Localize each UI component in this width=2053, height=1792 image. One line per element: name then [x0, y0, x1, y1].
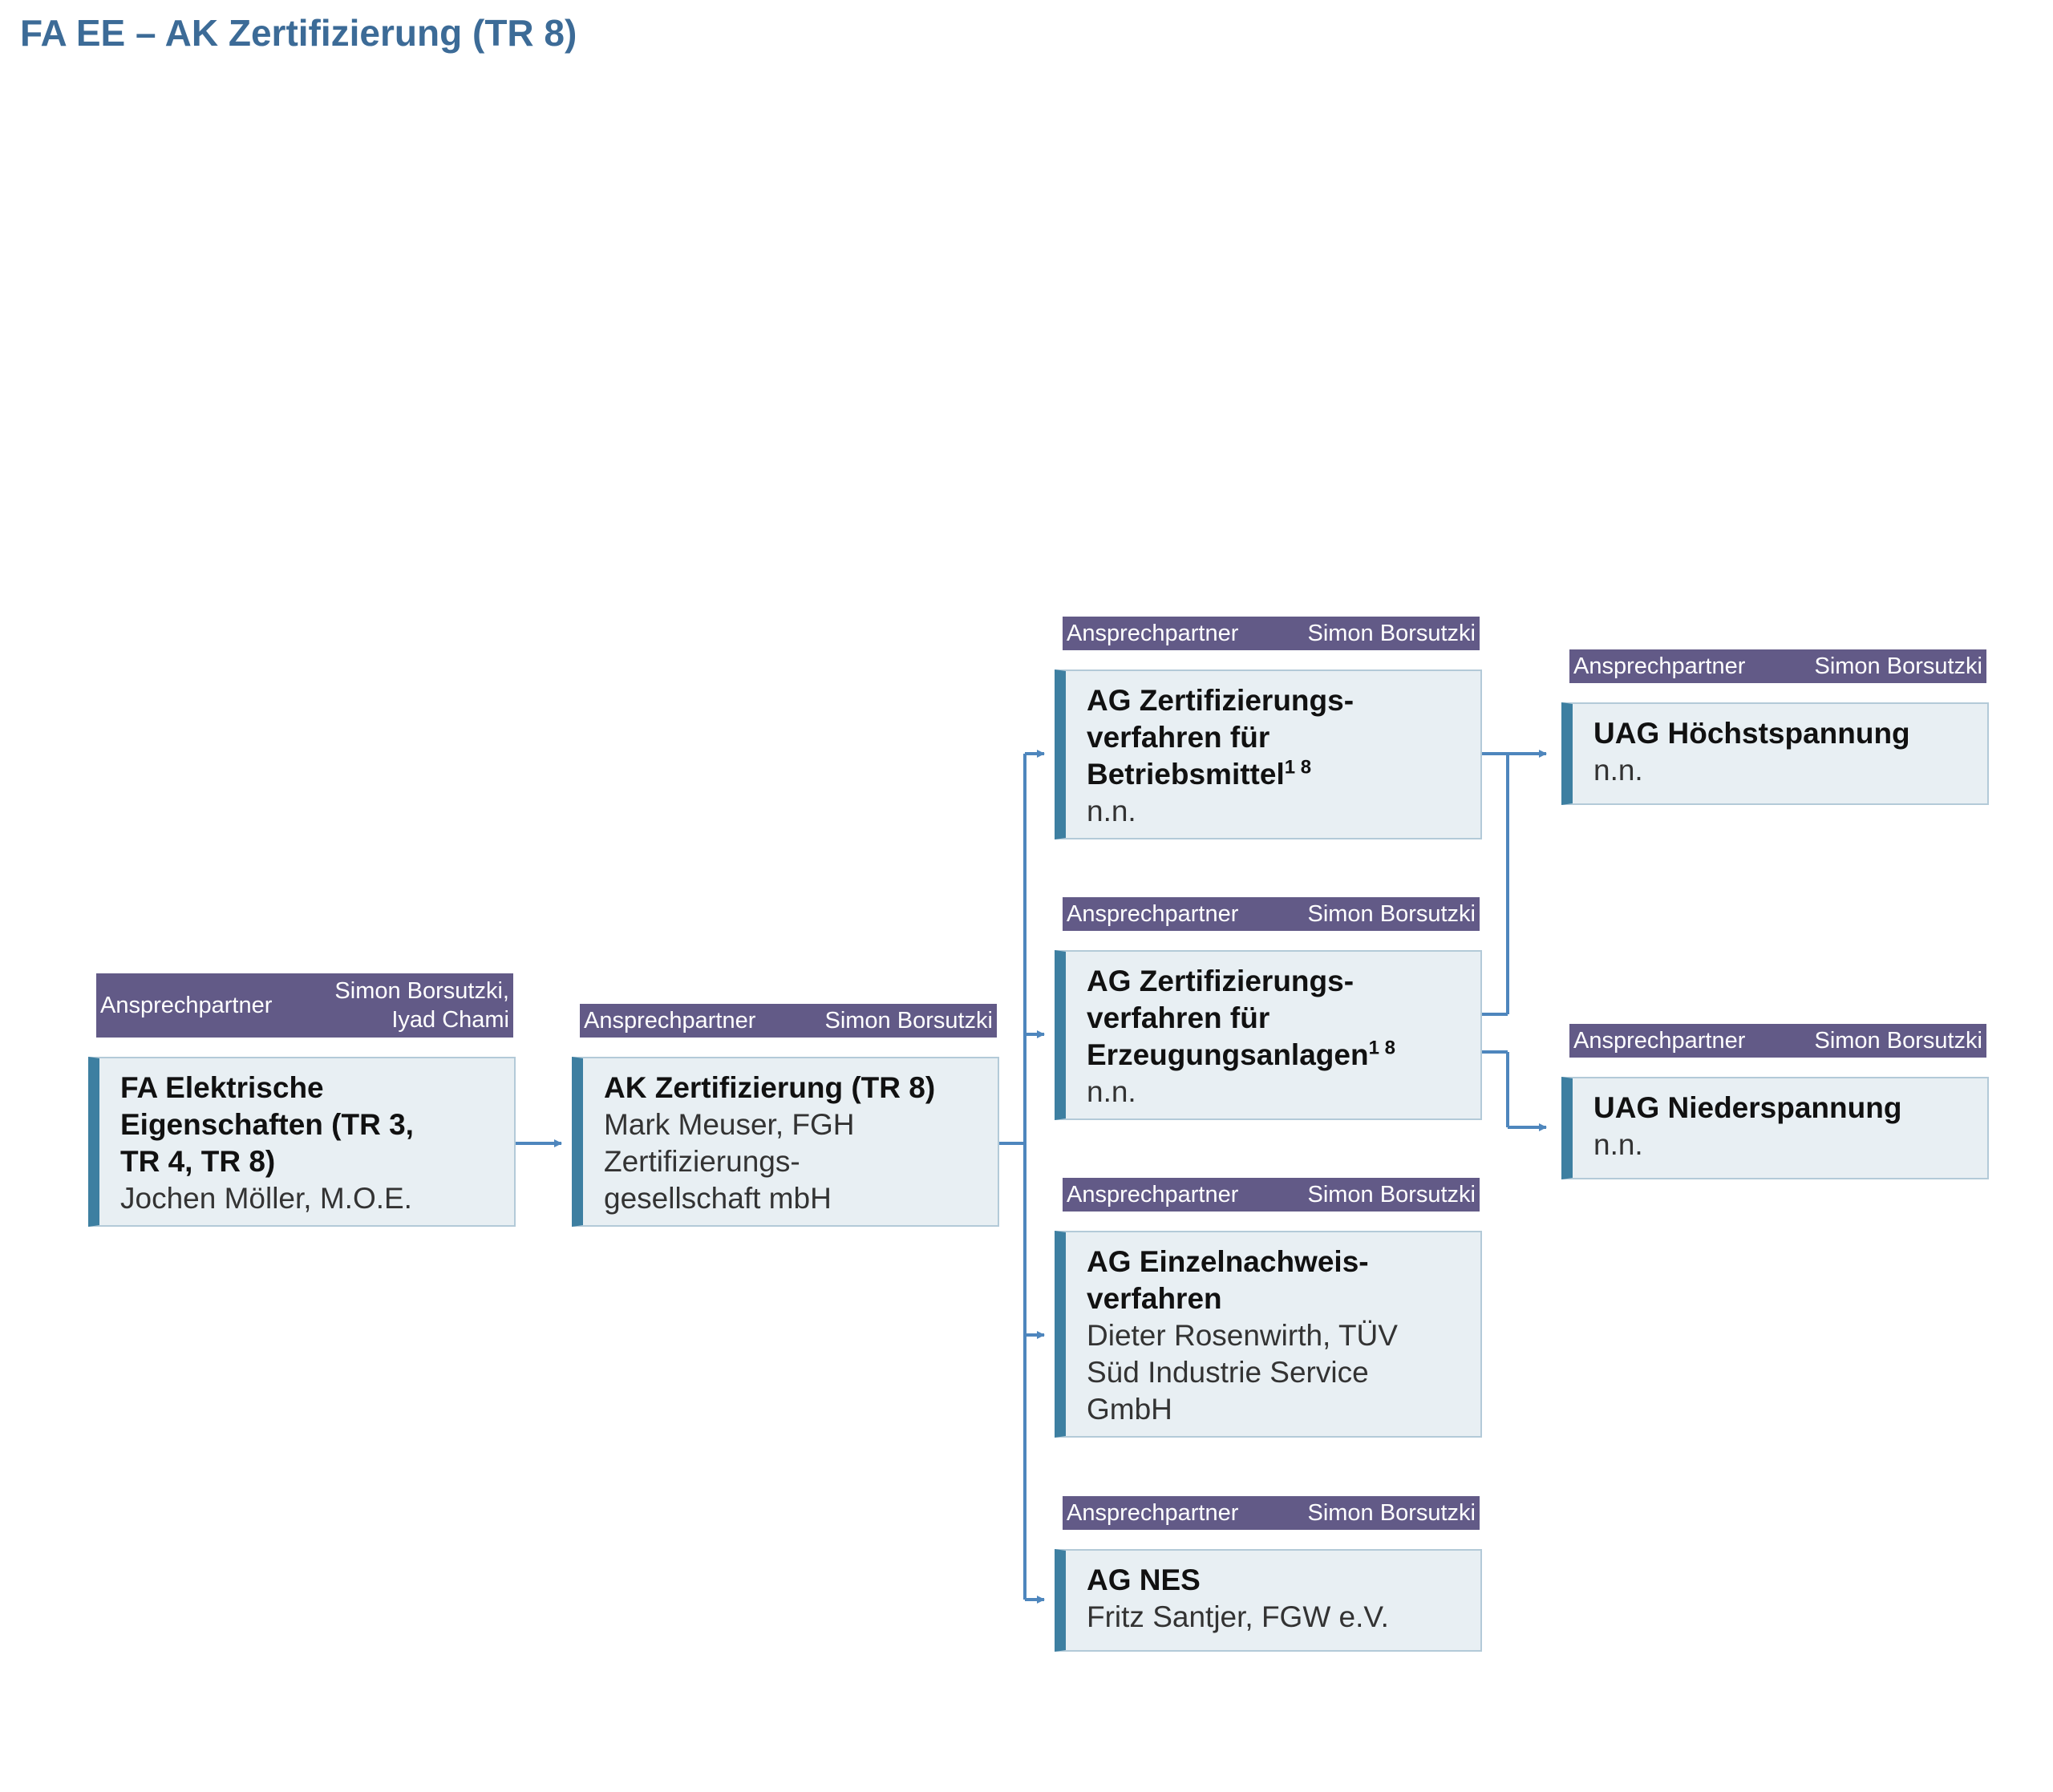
contact-bar-uag-niederspannung: Ansprechpartner Simon Borsutzki: [1569, 1024, 1986, 1058]
title-line: verfahren für: [1087, 1001, 1270, 1034]
node-person: Jochen Möller, M.O.E.: [120, 1182, 412, 1215]
node-person: n.n.: [1593, 1128, 1643, 1161]
contact-label: Ansprechpartner: [1067, 1182, 1239, 1207]
contact-name: Simon Borsutzki: [1814, 1028, 1982, 1054]
title-line: AG Zertifizierungs-: [1087, 684, 1354, 717]
contact-bar-ag-betriebsmittel: Ansprechpartner Simon Borsutzki: [1063, 617, 1480, 650]
title-line: Eigenschaften (TR 3,: [120, 1108, 414, 1141]
node-person: n.n.: [1593, 754, 1643, 787]
contact-name: Simon Borsutzki: [1814, 653, 1982, 679]
node-title: FA Elektrische Eigenschaften (TR 3, TR 4…: [120, 1070, 498, 1180]
contact-bar-ag-einzelnachweis: Ansprechpartner Simon Borsutzki: [1063, 1178, 1480, 1212]
node-ag-zertifizierungsverfahren-betriebsmittel[interactable]: AG Zertifizierungs- verfahren für Betrie…: [1055, 669, 1482, 839]
contact-label: Ansprechpartner: [1067, 621, 1239, 646]
footnote-marker: 1 8: [1368, 1037, 1395, 1059]
node-person: n.n.: [1087, 1075, 1136, 1108]
contact-name: Simon Borsutzki: [1307, 901, 1476, 927]
contact-name-line: Simon Borsutzki,: [334, 978, 509, 1004]
contact-name: Simon Borsutzki: [1307, 621, 1476, 646]
contact-bar-ag-erzeugungsanlagen: Ansprechpartner Simon Borsutzki: [1063, 897, 1480, 931]
node-title: AG NES: [1087, 1563, 1201, 1596]
contact-bar-ak: Ansprechpartner Simon Borsutzki: [580, 1004, 997, 1038]
node-title: AG Zertifizierungs- verfahren für Erzeug…: [1087, 963, 1464, 1074]
contact-name: Simon Borsutzki, Iyad Chami: [334, 977, 509, 1034]
node-uag-niederspannung[interactable]: UAG Niederspannung n.n.: [1561, 1077, 1989, 1179]
node-person: Mark Meuser, FGH Zertifizierungs- gesell…: [604, 1106, 982, 1217]
node-ag-zertifizierungsverfahren-erzeugungsanlagen[interactable]: AG Zertifizierungs- verfahren für Erzeug…: [1055, 950, 1482, 1120]
title-line: FA Elektrische: [120, 1071, 324, 1104]
node-title: AG Zertifizierungs- verfahren für Betrie…: [1087, 682, 1464, 793]
title-line: AG Einzelnachweis-: [1087, 1245, 1369, 1278]
node-title: AG Einzelnachweis- verfahren: [1087, 1244, 1464, 1317]
node-person: Dieter Rosenwirth, TÜV Süd Industrie Ser…: [1087, 1317, 1464, 1428]
page-title: FA EE – AK Zertifizierung (TR 8): [20, 12, 577, 54]
contact-label: Ansprechpartner: [1067, 1500, 1239, 1526]
title-line: verfahren für: [1087, 721, 1270, 754]
contact-label: Ansprechpartner: [584, 1008, 756, 1034]
person-line: Dieter Rosenwirth, TÜV: [1087, 1319, 1398, 1352]
title-line: verfahren: [1087, 1282, 1222, 1315]
person-line: Mark Meuser, FGH: [604, 1108, 855, 1141]
contact-label: Ansprechpartner: [1573, 1028, 1746, 1054]
node-person: n.n.: [1087, 795, 1136, 827]
contact-name: Simon Borsutzki: [824, 1008, 993, 1034]
person-line: Süd Industrie Service: [1087, 1356, 1369, 1389]
contact-name: Simon Borsutzki: [1307, 1500, 1476, 1526]
node-uag-hoechstspannung[interactable]: UAG Höchstspannung n.n.: [1561, 702, 1989, 805]
title-line: TR 4, TR 8): [120, 1145, 276, 1178]
node-ag-nes[interactable]: AG NES Fritz Santjer, FGW e.V.: [1055, 1549, 1482, 1652]
person-line: GmbH: [1087, 1393, 1172, 1426]
footnote-marker: 1 8: [1284, 756, 1312, 779]
contact-bar-ag-nes: Ansprechpartner Simon Borsutzki: [1063, 1496, 1480, 1530]
node-title: UAG Höchstspannung: [1593, 717, 1910, 750]
title-line: Betriebsmittel: [1087, 758, 1285, 791]
title-line: Erzeugungsanlagen: [1087, 1038, 1369, 1071]
contact-label: Ansprechpartner: [1067, 901, 1239, 927]
node-ag-einzelnachweisverfahren[interactable]: AG Einzelnachweis- verfahren Dieter Rose…: [1055, 1231, 1482, 1438]
person-line: Zertifizierungs-: [604, 1145, 800, 1178]
person-line: gesellschaft mbH: [604, 1182, 832, 1215]
node-title: AK Zertifizierung (TR 8): [604, 1071, 936, 1104]
title-line: AG Zertifizierungs-: [1087, 965, 1354, 997]
node-title: UAG Niederspannung: [1593, 1091, 1902, 1124]
contact-name: Simon Borsutzki: [1307, 1182, 1476, 1207]
contact-bar-fa: Ansprechpartner Simon Borsutzki, Iyad Ch…: [96, 973, 513, 1038]
node-person: Fritz Santjer, FGW e.V.: [1087, 1600, 1389, 1633]
contact-bar-uag-hoechstspannung: Ansprechpartner Simon Borsutzki: [1569, 649, 1986, 683]
contact-name-line: Iyad Chami: [391, 1007, 509, 1033]
contact-label: Ansprechpartner: [100, 993, 273, 1018]
node-fa-elektrische-eigenschaften[interactable]: FA Elektrische Eigenschaften (TR 3, TR 4…: [88, 1057, 516, 1227]
contact-label: Ansprechpartner: [1573, 653, 1746, 679]
node-ak-zertifizierung[interactable]: AK Zertifizierung (TR 8) Mark Meuser, FG…: [572, 1057, 999, 1227]
